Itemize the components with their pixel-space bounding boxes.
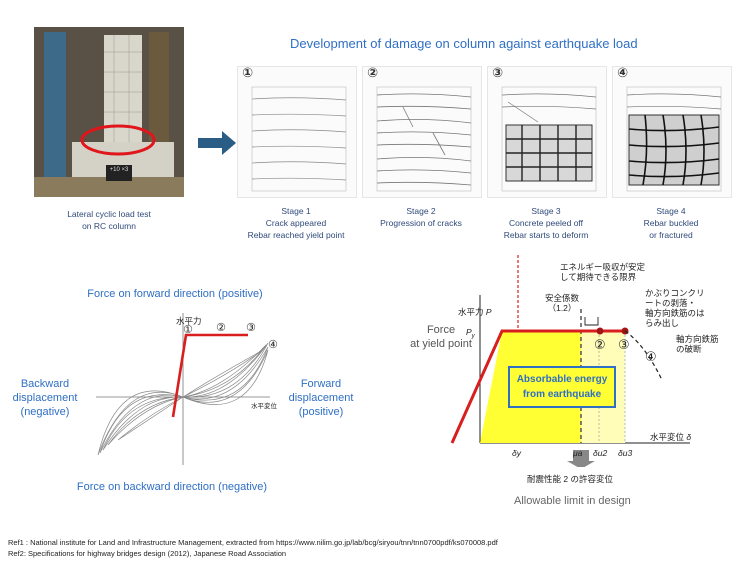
stage-3-label: Stage 3: [531, 206, 561, 216]
cover-line2: ートの剥落・: [645, 298, 697, 308]
stage-4-caption: Stage 4 Rebar buckled or fractured: [612, 205, 730, 241]
seismic-allowable-jp: 耐震性能 2 の許容変位: [527, 474, 613, 484]
hysteresis-loop-chart: [96, 313, 270, 465]
energy-limit-line2: して期待できる限界: [560, 272, 637, 282]
specimen-plate-text: +10 ×3: [109, 167, 129, 173]
safety-factor-label: 安全係数 （1.2）: [545, 293, 579, 313]
stage-4-desc1: Rebar buckled: [643, 218, 699, 228]
hyst-mark-3: ③: [246, 322, 256, 334]
stage-4-number: ④: [617, 65, 629, 80]
capacity-x-axis-label: 水平変位 δ: [650, 432, 691, 442]
stage-3-sketch: ③: [487, 65, 607, 198]
tick-mua: μa: [573, 448, 583, 458]
forward-label-1: Forward: [300, 378, 342, 390]
stage-3-caption: Stage 3 Concrete peeled off Rebar starts…: [487, 205, 605, 241]
backward-label-2: displacement: [12, 392, 78, 404]
force-yield-line1: Force: [426, 324, 456, 336]
py-sym: P: [466, 327, 472, 337]
absorbable-energy-box: Absorbable energy from earthquake: [508, 366, 616, 408]
stage-4-sketch: ④: [612, 65, 732, 198]
force-yield-label: Force at yield point: [408, 323, 474, 351]
references: Ref1 : National institute for Land and I…: [8, 537, 743, 559]
safety-factor-value: （1.2）: [547, 303, 577, 313]
reference-2: Ref2: Specifications for highway bridges…: [8, 549, 287, 558]
backward-force-label: Force on backward direction (negative): [76, 481, 268, 493]
capacity-x-axis-sym: δ: [686, 432, 692, 442]
stage-2-desc1: Progression of cracks: [380, 218, 462, 228]
stage-2-caption: Stage 2 Progression of cracks: [362, 205, 480, 229]
stage-1-caption: Stage 1 Crack appeared Rebar reached yie…: [237, 205, 355, 241]
tick-dy: δy: [512, 448, 521, 458]
photo-caption-line1: Lateral cyclic load test: [67, 209, 151, 219]
energy-limit-line1: エネルギー吸収が安定: [560, 262, 646, 272]
forward-label-2: displacement: [288, 392, 354, 404]
stage-4-label: Stage 4: [656, 206, 686, 216]
rebar-line1: 軸方向鉄筋: [676, 334, 719, 344]
stage-2-sketch: ②: [362, 65, 482, 198]
stage-2-number: ②: [367, 65, 379, 80]
absorbable-energy-line2: from earthquake: [522, 389, 602, 400]
photo-caption-line2: on RC column: [82, 221, 136, 231]
stage-1-sketch: ①: [237, 65, 357, 198]
stage-3-number: ③: [492, 65, 504, 80]
hysteresis-x-axis-label: 水平変位: [251, 403, 277, 410]
capacity-y-axis-label: 水平力 P: [458, 307, 492, 317]
tick-du2: δu2: [593, 448, 608, 458]
hyst-mark-4: ④: [268, 339, 278, 351]
rebar-line2: の破断: [676, 344, 702, 354]
capacity-x-axis-jp: 水平変位: [650, 432, 685, 442]
capacity-y-axis-sym: P: [485, 307, 492, 317]
cover-concrete-label: かぶりコンクリ ートの剥落・ 軸方向鉄筋のは らみ出し: [645, 288, 705, 328]
backward-label-1: Backward: [20, 378, 70, 390]
capacity-y-axis-jp: 水平力: [458, 307, 484, 317]
test-photo: +10 ×3: [34, 27, 184, 197]
right-arrow-icon: [198, 131, 236, 155]
safety-factor-jp: 安全係数: [545, 293, 580, 303]
stage-2-label: Stage 2: [406, 206, 436, 216]
stage-1-label: Stage 1: [281, 206, 311, 216]
py-label: Py: [466, 327, 475, 340]
cap-mark-2: ②: [594, 337, 606, 352]
allowable-limit-label: Allowable limit in design: [514, 495, 631, 507]
damage-highlight-ellipse: [80, 124, 156, 156]
absorbable-energy-line1: Absorbable energy: [516, 374, 608, 385]
energy-limit-label: エネルギー吸収が安定 して期待できる限界: [560, 262, 645, 282]
test-photo-illustration: [34, 27, 184, 197]
hyst-mark-2: ②: [216, 322, 226, 334]
backward-label-3: (negative): [20, 406, 70, 418]
rebar-fracture-label: 軸方向鉄筋 の破断: [676, 334, 719, 354]
hysteresis-y-axis-label: 水平力: [176, 316, 202, 326]
forward-displacement-label: Forward displacement (positive): [278, 377, 364, 419]
reference-1: Ref1 : National institute for Land and I…: [8, 538, 498, 547]
backward-displacement-label: Backward displacement (negative): [2, 377, 88, 419]
stage-1-desc1: Crack appeared: [265, 218, 327, 228]
forward-force-label: Force on forward direction (positive): [87, 288, 263, 300]
cover-line1: かぶりコンクリ: [645, 288, 705, 298]
force-yield-line2: at yield point: [410, 338, 472, 350]
stage-3-desc1: Concrete peeled off: [508, 218, 584, 228]
stage-4-desc2: or fractured: [649, 230, 693, 240]
cover-line3: 軸方向鉄筋のは: [645, 308, 705, 318]
stage-1-desc2: Rebar reached yield point: [247, 230, 345, 240]
forward-label-3: (positive): [298, 406, 344, 418]
hyst-mark-1: ①: [183, 324, 193, 336]
cap-mark-3: ③: [618, 337, 630, 352]
page-title: Development of damage on column against …: [290, 36, 638, 51]
stage-3-desc2: Rebar starts to deform: [503, 230, 589, 240]
cap-mark-4: ④: [645, 349, 657, 364]
cover-line4: らみ出し: [645, 318, 680, 328]
tick-du3: δu3: [618, 448, 633, 458]
stage-1-number: ①: [242, 65, 254, 80]
